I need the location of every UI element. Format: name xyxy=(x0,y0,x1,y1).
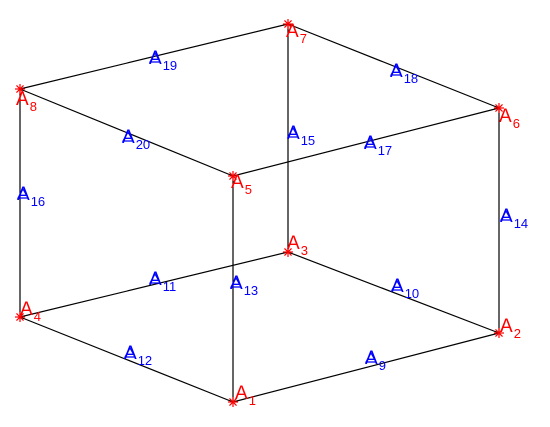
midpoint-label-19: A19 xyxy=(149,48,177,73)
vertex-label-index: 1 xyxy=(249,393,256,408)
midpoint-label-index: 19 xyxy=(163,58,177,73)
vertex-label-index: 8 xyxy=(30,99,37,114)
triangle-icon xyxy=(364,351,378,363)
midpoint-label-16: A16 xyxy=(17,184,45,209)
midpoint-label-index: 14 xyxy=(514,216,528,231)
markers-layer xyxy=(15,19,513,407)
vertex-label-index: 3 xyxy=(301,243,308,258)
midpoint-label-letter: A xyxy=(149,269,162,290)
midpoint-label-13: A13 xyxy=(230,273,258,298)
asterisk-icon xyxy=(494,103,504,113)
vertex-label-2: A2 xyxy=(500,316,521,341)
vertex-label-4: A4 xyxy=(20,299,41,324)
midpoint-label-index: 20 xyxy=(136,137,150,152)
vertex-label-letter: A xyxy=(231,172,244,193)
midpoint-label-15: A15 xyxy=(287,123,315,148)
vertex-label-index: 6 xyxy=(513,116,520,131)
cube-edge-1-2 xyxy=(232,332,500,403)
midpoint-label-letter: A xyxy=(391,276,404,297)
labels-layer: A1A2A3A4A5A6A7A8A9A10A11A12A13A14A15A16A… xyxy=(16,21,528,408)
vertex-label-letter: A xyxy=(235,383,248,404)
triangle-icon xyxy=(229,276,243,288)
triangle-icon xyxy=(16,187,30,199)
midpoint-label-index: 9 xyxy=(379,358,386,373)
asterisk-icon xyxy=(494,328,504,338)
midpoint-label-9: A9 xyxy=(365,348,386,373)
asterisk-icon xyxy=(228,171,238,181)
triangle-icon xyxy=(148,272,162,284)
cube-edge-6-7 xyxy=(287,23,500,109)
midpoint-label-letter: A xyxy=(230,273,243,294)
midpoint-label-index: 16 xyxy=(31,194,45,209)
edges-layer xyxy=(19,23,500,403)
vertex-label-5: A5 xyxy=(231,172,252,197)
vertex-label-index: 2 xyxy=(514,326,521,341)
midpoint-label-10: A10 xyxy=(391,276,419,301)
triangle-icon xyxy=(389,64,403,76)
triangle-icon xyxy=(363,136,377,148)
vertex-label-letter: A xyxy=(500,316,513,337)
midpoint-label-index: 13 xyxy=(244,283,258,298)
triangle-icon xyxy=(499,209,513,221)
midpoint-label-letter: A xyxy=(124,343,137,364)
vertex-label-3: A3 xyxy=(287,233,308,258)
vertex-label-6: A6 xyxy=(499,106,520,131)
triangle-icon xyxy=(123,346,137,358)
midpoint-label-index: 15 xyxy=(301,133,315,148)
midpoint-label-14: A14 xyxy=(500,206,528,231)
midpoint-label-index: 12 xyxy=(138,353,152,368)
midpoint-label-letter: A xyxy=(17,184,30,205)
midpoint-label-20: A20 xyxy=(122,127,150,152)
cube-edge-7-8 xyxy=(19,23,289,90)
asterisk-icon xyxy=(228,397,238,407)
asterisk-icon xyxy=(283,247,293,257)
midpoint-label-letter: A xyxy=(364,133,377,154)
vertex-label-index: 7 xyxy=(300,31,307,46)
triangle-icon xyxy=(390,279,404,291)
vertex-label-letter: A xyxy=(499,106,512,127)
triangle-icon xyxy=(148,51,162,63)
asterisk-icon xyxy=(15,84,25,94)
midpoint-label-letter: A xyxy=(390,61,403,82)
vertex-label-1: A1 xyxy=(235,383,256,408)
midpoint-label-18: A18 xyxy=(390,61,418,86)
midpoint-label-index: 11 xyxy=(163,279,177,294)
midpoint-label-index: 17 xyxy=(378,143,392,158)
cube-edge-8-5 xyxy=(19,88,234,177)
cube-edge-5-6 xyxy=(232,107,500,177)
cube-edge-4-1 xyxy=(19,316,234,403)
vertex-label-letter: A xyxy=(287,233,300,254)
vertex-label-8: A8 xyxy=(16,89,37,114)
midpoint-label-index: 18 xyxy=(404,71,418,86)
vertex-label-index: 5 xyxy=(245,182,252,197)
midpoint-label-11: A11 xyxy=(149,269,176,294)
vertex-label-letter: A xyxy=(20,299,33,320)
midpoint-label-letter: A xyxy=(500,206,513,227)
vertex-label-index: 4 xyxy=(34,309,41,324)
vertex-label-7: A7 xyxy=(286,21,307,46)
midpoint-label-index: 10 xyxy=(405,286,419,301)
triangle-icon xyxy=(286,126,300,138)
cube-edge-3-4 xyxy=(19,251,289,318)
vertex-label-letter: A xyxy=(16,89,29,110)
midpoint-label-17: A17 xyxy=(364,133,392,158)
midpoint-label-12: A12 xyxy=(124,343,152,368)
asterisk-icon xyxy=(283,19,293,29)
cube-edge-2-3 xyxy=(287,251,500,334)
midpoint-label-letter: A xyxy=(149,48,162,69)
midpoint-label-letter: A xyxy=(122,127,135,148)
triangle-icon xyxy=(121,130,135,142)
vertex-label-letter: A xyxy=(286,21,299,42)
asterisk-icon xyxy=(15,312,25,322)
midpoint-label-letter: A xyxy=(365,348,378,369)
midpoint-label-letter: A xyxy=(287,123,300,144)
